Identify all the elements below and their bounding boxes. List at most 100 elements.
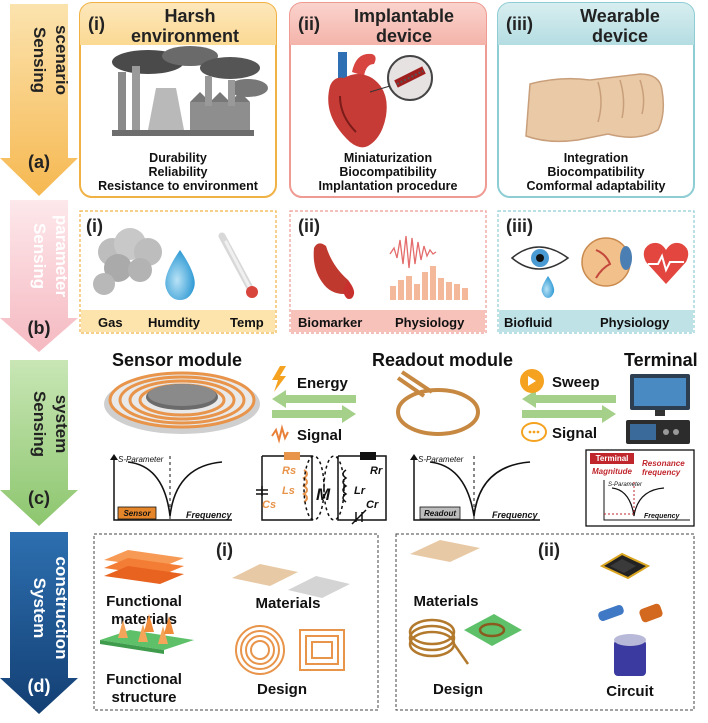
readout-module-title: Readout module <box>372 350 513 370</box>
side-letter-c: (c) <box>28 488 50 508</box>
scenario-implant-title1: Implantable <box>354 6 454 26</box>
circuit-Cr: Cr <box>366 499 379 511</box>
param-label-temp: Temp <box>230 315 264 330</box>
functional-structure-1: Functional <box>106 671 182 688</box>
scenario-wearable-desc3: Comformal adaptability <box>527 179 666 193</box>
param-label-biofluid: Biofluid <box>504 315 552 330</box>
side-label-d-line2: construction <box>52 557 71 660</box>
side-letter-b: (b) <box>28 318 51 338</box>
sensor-module-title: Sensor module <box>112 350 242 370</box>
functional-structure-icon <box>100 614 194 654</box>
gas-cloud-icon <box>93 228 162 295</box>
sensor-plot: S-Parameter Frequency Sensor <box>110 454 233 521</box>
side-label-c-line1: Sensing <box>30 391 49 457</box>
sensor-plot-ylabel: S-Parameter <box>118 455 164 464</box>
scenario-wearable-num: (iii) <box>506 14 533 34</box>
scenario-implant-desc1: Miniaturization <box>344 151 432 165</box>
sweep-arrow: Sweep <box>520 369 616 408</box>
scenario-wearable-title2: device <box>592 26 648 46</box>
circuit-Ls: Ls <box>282 485 295 497</box>
scenario-harsh-desc2: Reliability <box>148 165 207 179</box>
readout-plot-xlabel: Frequency <box>492 510 539 520</box>
signal-wave-icon <box>271 424 289 444</box>
scenario-implant-card: (ii) Implantable device Miniaturization … <box>289 2 487 198</box>
scenario-harsh-desc3: Resistance to environment <box>98 179 259 193</box>
scenario-implant-desc3: Implantation procedure <box>319 179 458 193</box>
equivalent-circuit <box>256 452 387 525</box>
chip-icon <box>599 552 651 580</box>
factory-icon <box>112 46 268 136</box>
terminal-plot-magnitude: Magnitude <box>592 467 633 476</box>
signal2-label: Signal <box>552 425 597 442</box>
design-label-left: Design <box>257 681 307 698</box>
scenario-harsh-title1: Harsh <box>164 6 215 26</box>
eyeball-icon <box>581 237 632 287</box>
param-label-gas: Gas <box>98 315 123 330</box>
terminal-devices <box>626 374 690 444</box>
terminal-plot-ylabel: S-Parameter <box>608 482 643 488</box>
blood-drop-icon <box>343 280 355 299</box>
parameter-2-num: (ii) <box>298 216 320 236</box>
thermometer-icon <box>218 232 258 298</box>
terminal-title: Terminal <box>624 350 698 370</box>
readout-plot: S-Parameter Frequency Readout <box>410 454 540 521</box>
param-label-physiology-3: Physiology <box>600 315 670 330</box>
functional-structure-2: structure <box>111 689 176 706</box>
terminal-plot-xlabel: Frequency <box>644 513 681 520</box>
scenario-implant-num: (ii) <box>298 14 320 34</box>
side-letter-a: (a) <box>28 152 50 172</box>
organ-icon <box>313 243 351 294</box>
parameter-box-2: (ii) Biomarker Physiology <box>289 210 487 334</box>
circuit-Rr: Rr <box>370 465 383 477</box>
scenario-wearable-title1: Wearable <box>580 6 660 26</box>
side-label-c-line2: system <box>52 395 71 454</box>
scenario-wearable-desc1: Integration <box>564 151 629 165</box>
scenario-harsh-num: (i) <box>88 14 105 34</box>
circuit-Lr: Lr <box>354 485 366 497</box>
materials-plate-icon <box>410 540 480 562</box>
materials-label-left: Materials <box>255 595 320 612</box>
circuit-label: Circuit <box>606 683 654 700</box>
parameter-1-num: (i) <box>86 216 103 236</box>
readout-plot-ylabel: S-Parameter <box>418 455 464 464</box>
heart-rate-icon <box>643 242 689 284</box>
parameter-3-num: (iii) <box>506 216 533 236</box>
capacitor-icon <box>598 603 663 623</box>
terminal-plot: Terminal Magnitude Resonance frequency S… <box>585 449 695 527</box>
scenario-wearable-desc2: Biocompatibility <box>547 165 644 179</box>
param-label-physiology-2: Physiology <box>395 315 465 330</box>
functional-materials-1: Functional <box>106 593 182 610</box>
terminal-plot-resonance1: Resonance <box>642 459 685 468</box>
side-label-d-line1: System <box>30 578 49 638</box>
parameter-box-1: (i) Gas Humdity Temp <box>79 210 277 334</box>
waveform-icon <box>389 235 437 269</box>
param-label-humidity: Humdity <box>148 315 201 330</box>
heart-icon <box>328 52 433 148</box>
coil-design-icon <box>235 625 345 675</box>
signal-label: Signal <box>297 427 342 444</box>
eye-icon <box>510 246 570 270</box>
scenario-harsh-title2: environment <box>131 26 239 46</box>
scenario-implant-title2: device <box>376 26 432 46</box>
scenario-harsh-card: (i) Harsh environment Durability Reliabi… <box>79 2 277 198</box>
side-arrow-d: System construction (d) <box>0 532 78 714</box>
side-label-a-line2: scenario <box>52 25 71 95</box>
side-arrow-a: Sensing scenario (a) <box>0 4 78 196</box>
scenario-implant-desc2: Biocompatibility <box>339 165 436 179</box>
water-drop-icon <box>165 250 195 300</box>
side-label-b-line2: parameter <box>52 215 71 298</box>
side-arrow-c: Sensing system (c) <box>0 360 78 526</box>
energy-arrow: Energy <box>272 366 356 408</box>
fist-icon <box>525 73 665 143</box>
construction-left-box: (i) Functional materials Functional stru… <box>93 533 379 711</box>
circuit-Rs: Rs <box>282 465 296 477</box>
lightning-icon <box>272 366 286 392</box>
coil-design-icon-right <box>408 614 522 665</box>
energy-label: Energy <box>297 375 349 392</box>
side-arrow-b: Sensing parameter (b) <box>0 200 78 352</box>
signal2-arrow: Signal <box>521 405 616 442</box>
construction-right-box: (ii) Materials Design Circuit <box>395 533 695 711</box>
terminal-plot-resonance2: frequency <box>642 468 681 477</box>
param-label-biomarker: Biomarker <box>298 315 362 330</box>
